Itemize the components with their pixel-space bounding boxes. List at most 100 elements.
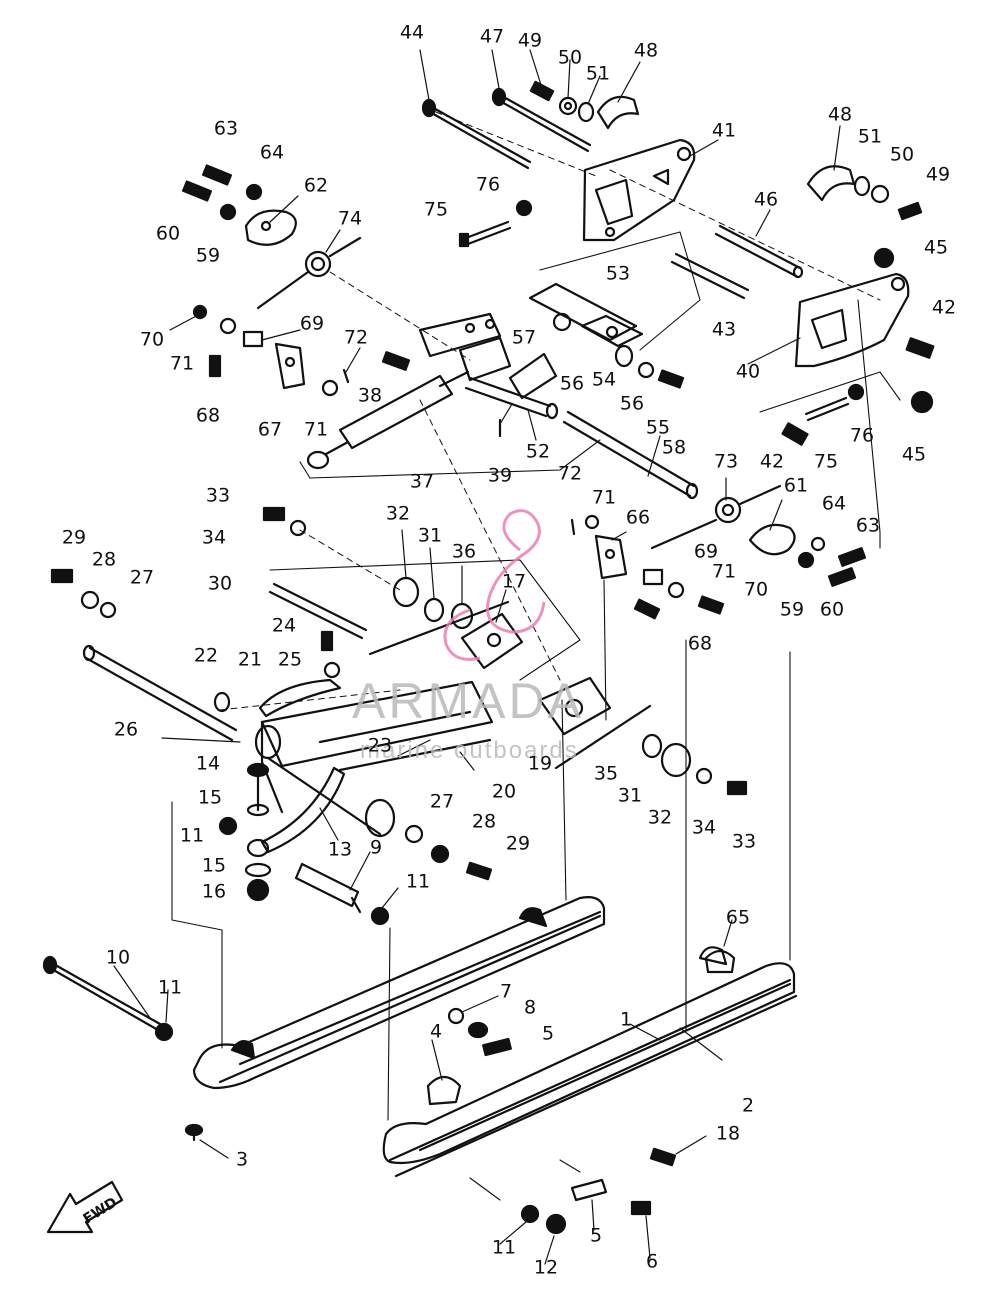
callout-1: 1 bbox=[619, 1008, 633, 1031]
right-small-59-60-63-64 bbox=[797, 536, 867, 587]
callout-25: 25 bbox=[277, 648, 303, 671]
callout-45: 45 bbox=[923, 236, 949, 259]
nut-71-low bbox=[321, 379, 339, 397]
bracket-41 bbox=[582, 138, 696, 242]
collar-69-right bbox=[642, 568, 664, 586]
collar-22 bbox=[213, 691, 231, 713]
callout-60: 60 bbox=[155, 222, 181, 245]
callout-34: 34 bbox=[691, 816, 717, 839]
callout-64: 64 bbox=[821, 492, 847, 515]
callout-11: 11 bbox=[157, 976, 183, 999]
callout-69: 69 bbox=[693, 540, 719, 563]
callout-59: 59 bbox=[779, 598, 805, 621]
callout-69: 69 bbox=[299, 312, 325, 335]
callout-47: 47 bbox=[479, 25, 505, 48]
link-9 bbox=[246, 838, 362, 914]
callout-76: 76 bbox=[849, 424, 875, 447]
callout-40: 40 bbox=[735, 360, 761, 383]
small-parts-49-50-51 bbox=[529, 80, 595, 123]
callout-70: 70 bbox=[139, 328, 165, 351]
callout-42: 42 bbox=[759, 450, 785, 473]
bracket-61 bbox=[748, 523, 796, 556]
pivot-bracket bbox=[418, 312, 512, 382]
bolts-60-63 bbox=[181, 164, 233, 202]
watermark-logo-icon bbox=[443, 509, 546, 661]
callout-16: 16 bbox=[201, 880, 227, 903]
callout-26: 26 bbox=[113, 718, 139, 741]
nut-45-top bbox=[873, 247, 895, 269]
bracket-66 bbox=[594, 534, 628, 580]
bolt-3 bbox=[184, 1123, 204, 1142]
callout-71: 71 bbox=[169, 352, 195, 375]
nut-71-top bbox=[219, 317, 237, 335]
callout-57: 57 bbox=[511, 326, 537, 349]
callout-72: 72 bbox=[557, 462, 583, 485]
callout-58: 58 bbox=[661, 436, 687, 459]
tube-52 bbox=[464, 352, 559, 420]
callout-33: 33 bbox=[205, 484, 231, 507]
bolt-70-right bbox=[697, 595, 725, 615]
callout-72: 72 bbox=[343, 326, 369, 349]
spring-74 bbox=[256, 236, 362, 310]
callout-41: 41 bbox=[711, 119, 737, 142]
callout-75: 75 bbox=[813, 450, 839, 473]
shaft-30 bbox=[268, 582, 368, 640]
bearing-31-right bbox=[641, 733, 663, 759]
callout-44: 44 bbox=[399, 21, 425, 44]
washer-15-low bbox=[244, 862, 272, 878]
callout-32: 32 bbox=[385, 502, 411, 525]
frame-outlines bbox=[171, 231, 901, 1201]
bolt-47 bbox=[491, 87, 592, 153]
callout-30: 30 bbox=[207, 572, 233, 595]
callout-28: 28 bbox=[471, 810, 497, 833]
bolt-42-mid bbox=[781, 422, 809, 446]
callout-75: 75 bbox=[423, 198, 449, 221]
nut-11-mid bbox=[370, 906, 390, 926]
watermark-subtitle: marine outboards bbox=[360, 737, 579, 764]
arm-53 bbox=[528, 282, 644, 348]
nut-34-right bbox=[695, 767, 713, 785]
callout-43: 43 bbox=[711, 318, 737, 341]
bolt-68 bbox=[208, 354, 222, 378]
bolt-33-right bbox=[726, 780, 748, 796]
callout-60: 60 bbox=[819, 598, 845, 621]
callout-51: 51 bbox=[857, 125, 883, 148]
callout-48: 48 bbox=[633, 39, 659, 62]
assembly-lines bbox=[219, 111, 881, 711]
callout-74: 74 bbox=[337, 207, 363, 230]
callout-56: 56 bbox=[619, 392, 645, 415]
small-71-72-right bbox=[570, 514, 600, 536]
callout-42: 42 bbox=[931, 296, 957, 319]
callout-33: 33 bbox=[731, 830, 757, 853]
small-27-28-29-right bbox=[404, 824, 493, 881]
callout-63: 63 bbox=[213, 117, 239, 140]
callout-29: 29 bbox=[505, 832, 531, 855]
callout-68: 68 bbox=[195, 404, 221, 427]
callout-50: 50 bbox=[889, 143, 915, 166]
callout-3: 3 bbox=[235, 1148, 249, 1171]
callout-4: 4 bbox=[429, 1020, 443, 1043]
small-parts-49-50-51-right bbox=[853, 175, 923, 221]
callout-28: 28 bbox=[91, 548, 117, 571]
watermark-title: ARMADA bbox=[352, 673, 584, 729]
tube-58 bbox=[562, 410, 699, 500]
callout-11: 11 bbox=[179, 824, 205, 847]
cap-4 bbox=[426, 1075, 462, 1106]
bolt-14 bbox=[246, 762, 270, 812]
callout-64: 64 bbox=[259, 141, 285, 164]
callout-59: 59 bbox=[195, 244, 221, 267]
shock-absorber-37 bbox=[306, 370, 470, 470]
arm-13 bbox=[260, 766, 346, 854]
bracket-19-35 bbox=[538, 676, 652, 770]
callout-49: 49 bbox=[925, 163, 951, 186]
arm-21 bbox=[258, 678, 342, 718]
bolt-55 bbox=[657, 369, 685, 389]
bolt-68-right bbox=[633, 598, 661, 620]
callout-76: 76 bbox=[475, 173, 501, 196]
nuts-59-64 bbox=[219, 183, 263, 221]
damper-48-right bbox=[806, 165, 856, 202]
callout-45: 45 bbox=[901, 443, 927, 466]
callout-14: 14 bbox=[195, 752, 221, 775]
bolt-38 bbox=[381, 351, 411, 371]
